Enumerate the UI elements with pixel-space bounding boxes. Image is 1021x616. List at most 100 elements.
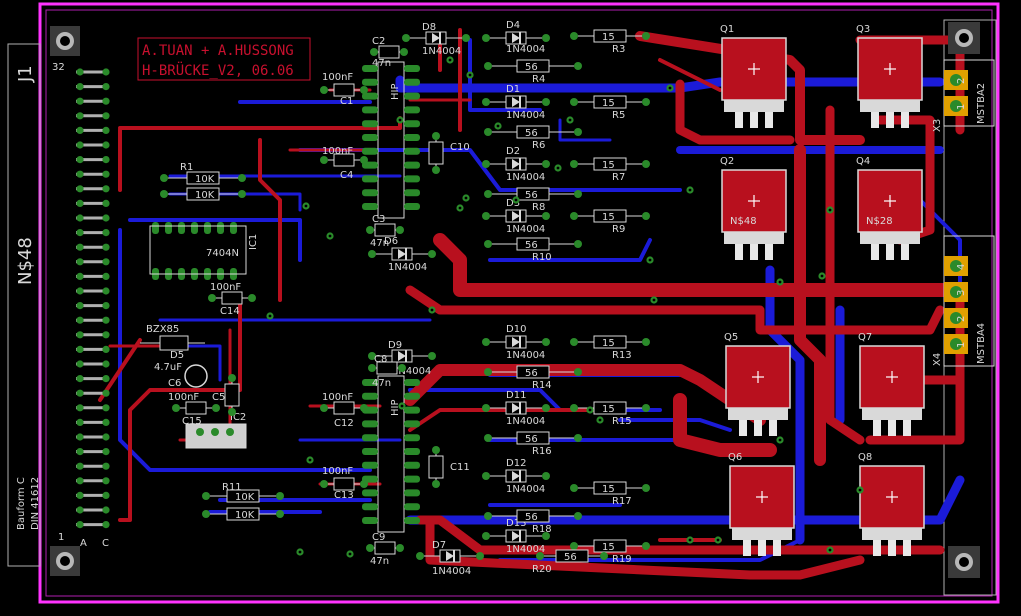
mounting-hole-bottom-right: [948, 546, 980, 578]
ic-pad: [362, 461, 378, 469]
ic-pin-group: [152, 65, 420, 524]
transistor-q2: Q2N$48: [720, 156, 787, 260]
connector-pad-a: [76, 97, 84, 105]
connector-pad-a: [76, 112, 84, 120]
ic-pad: [404, 134, 420, 141]
board-inner-outline: [45, 9, 993, 597]
resistor-r8-name: R8: [532, 202, 545, 213]
ic-pad: [362, 65, 378, 72]
header-x4-pin4: 4: [956, 264, 967, 270]
resistor-r19-name: R19: [612, 554, 632, 565]
capacitor-c13-name: C13: [334, 490, 354, 501]
transistor-q2-name: Q2: [720, 156, 734, 167]
connector-pad-a: [76, 477, 84, 485]
zener-d5-name: D5: [170, 350, 184, 361]
diode-d1-name: D1: [506, 84, 520, 95]
resistor-r8-value: 56: [525, 190, 538, 201]
capacitor-c12-name: C12: [334, 418, 354, 429]
diode-d7-value: 1N4004: [432, 566, 471, 577]
connector-pad-c: [102, 199, 110, 207]
resistor-r15-value: 15: [602, 404, 615, 415]
connector-pad-c: [102, 156, 110, 164]
capacitor-c9-value: 47n: [370, 556, 389, 567]
resistor-r17-name: R17: [612, 496, 632, 507]
transistor-q3: Q3: [856, 24, 923, 128]
capacitor-c1-value: 100nF: [322, 72, 353, 83]
header-x4-value: MSTBA4: [976, 323, 987, 364]
connector-pad-c: [102, 491, 110, 499]
ic1-7404n: 7404N IC1: [149, 225, 259, 275]
diode-d1-value: 1N4004: [506, 110, 545, 121]
connector-pad-c: [102, 316, 110, 324]
connector-pad-a: [76, 418, 84, 426]
capacitor-c5-name: C5: [212, 392, 225, 403]
ic-pad: [362, 203, 378, 210]
transistor-q6-name: Q6: [728, 452, 742, 463]
ic-pad: [362, 175, 378, 183]
ic-pad: [362, 517, 378, 524]
resistor-r4-name: R4: [532, 74, 545, 85]
connector-pad-a: [76, 287, 84, 295]
ic-pad: [362, 147, 378, 155]
ic1-pad: [152, 222, 159, 234]
transistor-q1: Q1: [720, 24, 787, 128]
connector-pad-a: [76, 185, 84, 193]
connector-pad-c: [102, 375, 110, 383]
ic-pad: [404, 448, 420, 455]
transistor-q1-name: Q1: [720, 24, 734, 35]
connector-pad-a: [76, 448, 84, 456]
capacitor-c3-value: 47n: [370, 238, 389, 249]
connector-pad-c: [102, 229, 110, 237]
connector-row-a: A: [80, 538, 87, 549]
connector-pad-a: [76, 389, 84, 397]
transistor-q4-value: N$28: [866, 216, 893, 227]
ic1-value: 7404N: [206, 248, 239, 259]
diode-d13-name: D13: [506, 518, 526, 529]
connector-pad-a: [76, 316, 84, 324]
connector-pad-a: [76, 404, 84, 412]
connector-pad-c: [102, 185, 110, 193]
ic-pad: [362, 503, 378, 511]
connector-pad-c: [102, 97, 110, 105]
resistor-r3-value: 15: [602, 32, 615, 43]
connector-pad-c: [102, 331, 110, 339]
resistor-r5-name: R5: [612, 110, 625, 121]
connector-pad-a: [76, 375, 84, 383]
capacitor-c15-name: C15: [182, 416, 202, 427]
capacitor-c6-name: C6: [168, 378, 181, 389]
ic-pad: [404, 434, 420, 442]
resistor-r17-value: 15: [602, 484, 615, 495]
ic-pad: [404, 189, 420, 197]
diode-d12-name: D12: [506, 458, 526, 469]
header-x4: 4 3 2 1 X4 MSTBA4: [932, 235, 995, 367]
diode-d6-name: D6: [384, 236, 398, 247]
driver-ic-upper: HIP: [377, 61, 405, 219]
ic2-name: IC2: [230, 412, 246, 423]
transistor-q7: Q7: [858, 332, 925, 436]
connector-pad-a: [76, 258, 84, 266]
capacitor-c14-value: 100nF: [210, 282, 241, 293]
ic1-pad: [178, 222, 185, 234]
resistor-r1-name: R1: [180, 162, 193, 173]
connector-pad-c: [102, 112, 110, 120]
diode-d10-value: 1N4004: [506, 350, 545, 361]
ic-pad: [362, 434, 378, 442]
driver-ic-upper-label: HIP: [390, 84, 401, 101]
resistor-r7-name: R7: [612, 172, 625, 183]
connector-pad-c: [102, 272, 110, 280]
ic-pad: [362, 134, 378, 141]
ic-pad: [362, 392, 378, 400]
